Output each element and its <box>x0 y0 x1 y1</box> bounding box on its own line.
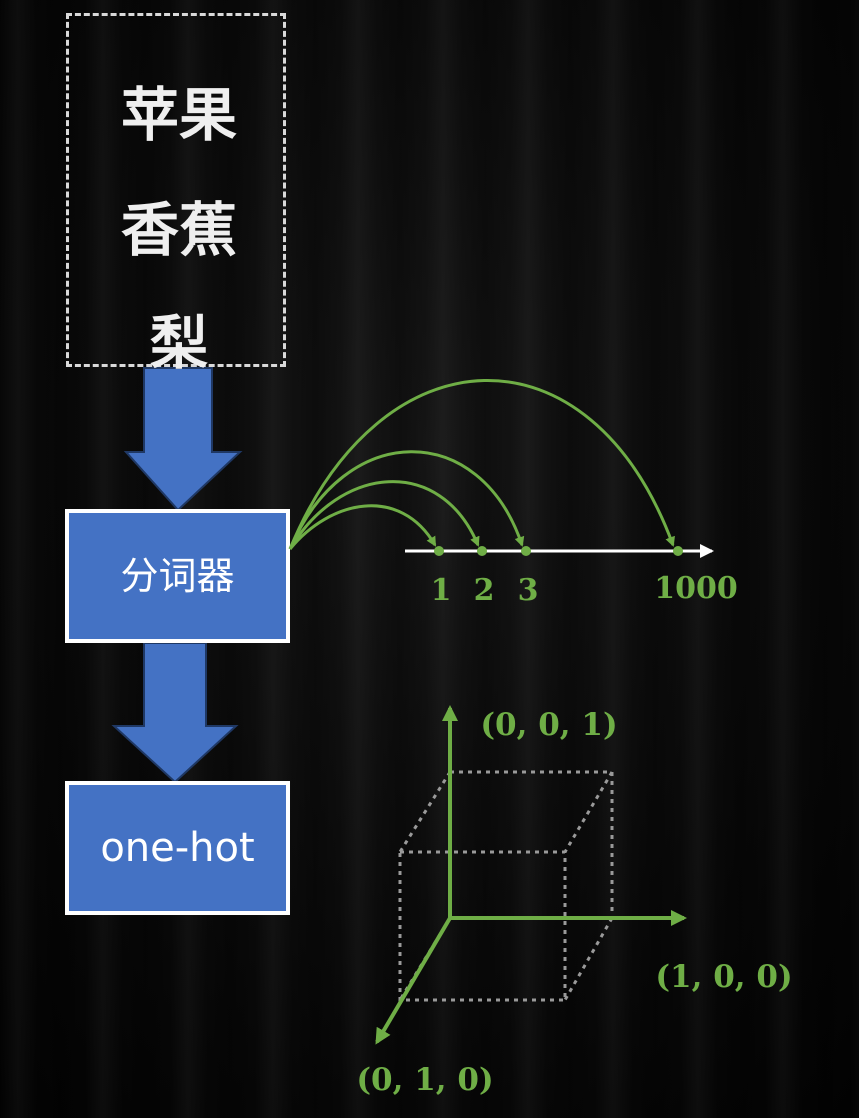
tokenizer-box: 分词器 <box>65 509 290 643</box>
tick-dot-1 <box>434 546 444 556</box>
tick-label-2: 2 <box>474 573 495 608</box>
tick-label-3: 3 <box>518 573 539 608</box>
y-axis-label: (0, 1, 0) <box>356 1062 493 1098</box>
onehot-box: one-hot <box>65 781 290 915</box>
word-list-box: 苹果 香蕉 梨 <box>66 13 286 377</box>
x-axis-label: (1, 0, 0) <box>655 959 792 995</box>
word-banana: 香蕉 <box>120 196 237 264</box>
tick-label-1000: 1000 <box>654 571 738 606</box>
curve-arrow-1 <box>288 504 437 550</box>
tick-dot-2 <box>477 546 487 556</box>
curve-arrow-2 <box>288 480 480 550</box>
tick-dot-3 <box>521 546 531 556</box>
word-pear: 梨 <box>149 309 208 377</box>
tick-label-1: 1 <box>431 573 452 608</box>
tick-dot-1000 <box>673 546 683 556</box>
curve-arrow-1000 <box>288 379 675 550</box>
y-axis <box>375 916 452 1045</box>
z-axis-label: (0, 0, 1) <box>480 707 617 743</box>
word-apple: 苹果 <box>120 81 237 149</box>
down-arrow-1 <box>123 367 243 512</box>
dotted-cube <box>398 770 614 1002</box>
curve-arrow-3 <box>288 450 525 550</box>
down-arrow-2 <box>111 642 239 784</box>
